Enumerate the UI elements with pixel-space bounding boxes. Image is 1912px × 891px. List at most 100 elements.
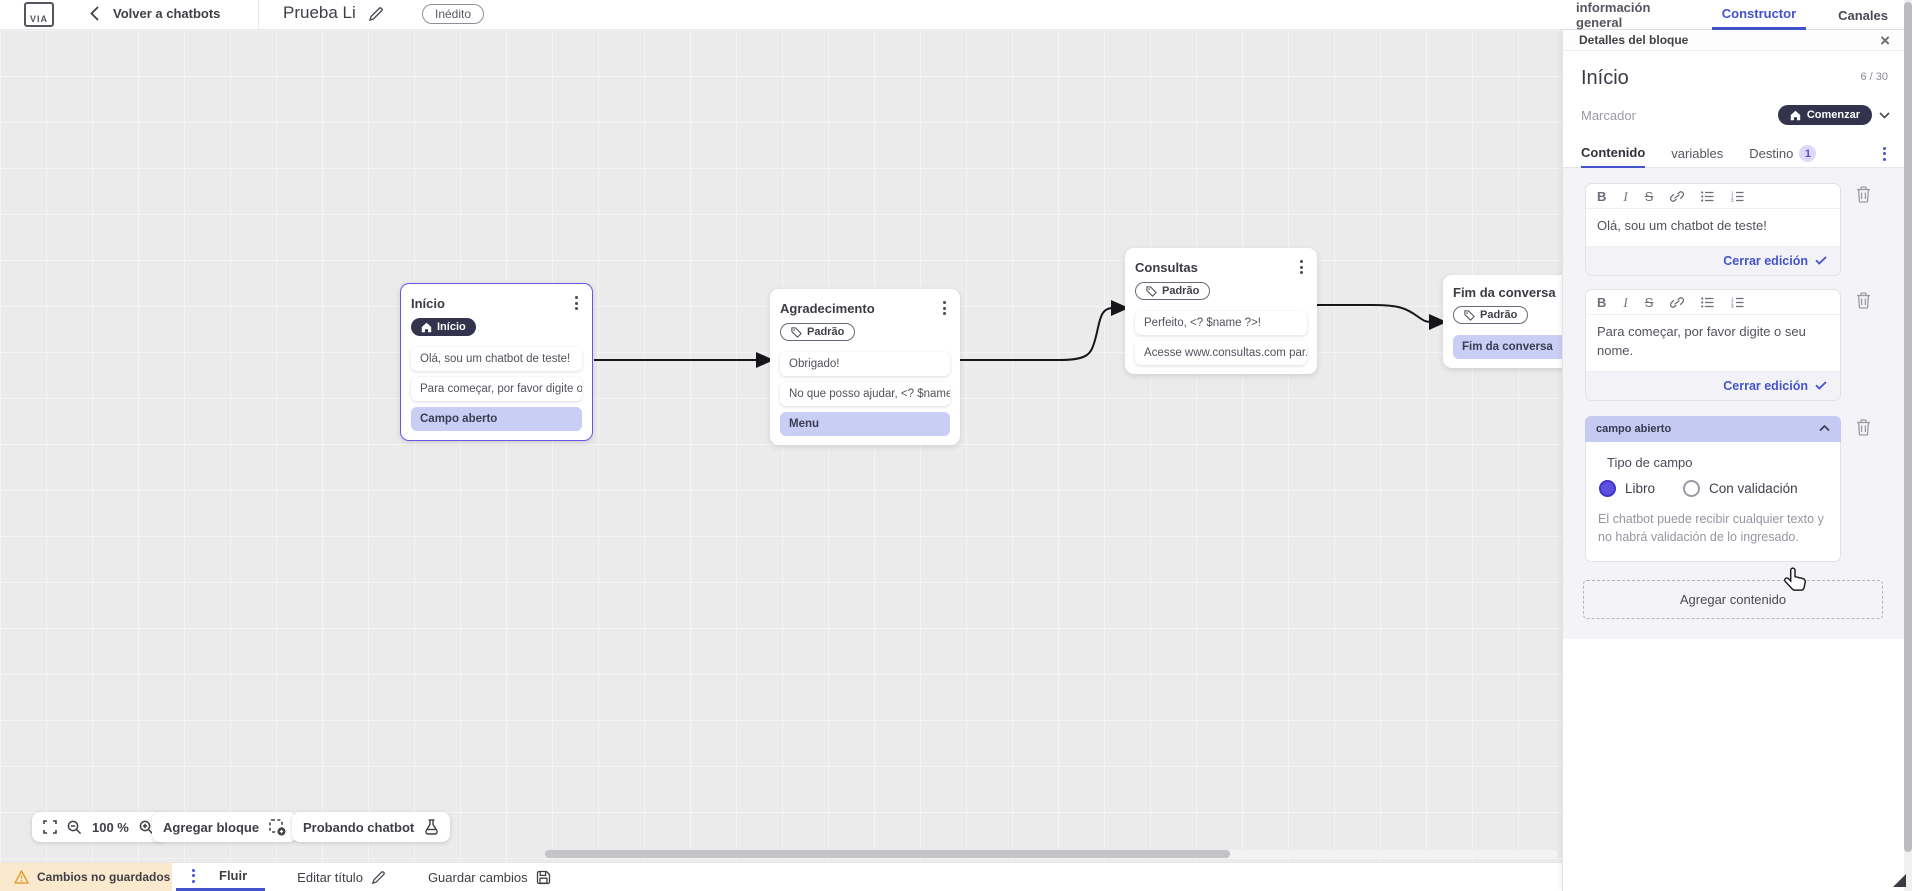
node-title: Agradecimento (780, 300, 875, 316)
kebab-icon[interactable] (571, 294, 582, 312)
svg-text:3: 3 (1731, 198, 1734, 202)
italic-button[interactable]: I (1623, 294, 1628, 310)
node-message-card[interactable]: Para começar, por favor digite o ... (411, 376, 582, 401)
radio-con-validacion[interactable]: Con validación (1683, 479, 1798, 497)
node-title: Início (411, 295, 445, 311)
vertical-scrollbar[interactable] (1904, 0, 1912, 891)
back-button[interactable]: Volver a chatbots (90, 6, 220, 21)
node-agradecimento[interactable]: Agradecimento Padrão Obrigado! No que po… (770, 289, 960, 445)
add-content-button[interactable]: Agregar contenido (1583, 579, 1883, 619)
save-changes-button[interactable]: Guardar cambios (418, 863, 561, 891)
test-chatbot-button[interactable]: Probando chatbot (292, 812, 451, 842)
divider (258, 0, 259, 30)
add-block-button[interactable]: Agregar bloque (152, 812, 298, 842)
app-logo: VIA (24, 2, 54, 27)
editor-text[interactable]: Olá, sou um chatbot de teste! (1586, 209, 1840, 247)
tag-icon (1464, 309, 1475, 321)
tab-contenido[interactable]: Contenido (1581, 140, 1646, 168)
unsaved-changes-label: Cambios no guardados (37, 870, 171, 884)
tab-canales[interactable]: Canales (1838, 7, 1888, 23)
italic-button[interactable]: I (1623, 189, 1628, 204)
block-title: Início (1581, 67, 1629, 89)
zoom-out-icon[interactable] (67, 820, 82, 835)
bold-button[interactable]: B (1597, 189, 1607, 204)
kebab-icon[interactable] (939, 299, 950, 317)
trash-icon (1857, 186, 1870, 203)
radio-selected-icon[interactable] (1599, 479, 1616, 497)
block-title-counter: 6 / 30 (1860, 71, 1888, 83)
chevron-down-icon[interactable] (1879, 111, 1890, 119)
check-icon (1815, 256, 1827, 266)
check-icon (1815, 381, 1827, 390)
status-badge: Inédito (422, 4, 485, 24)
bullet-list-button[interactable] (1701, 191, 1714, 202)
horizontal-scrollbar-thumb[interactable] (545, 850, 1230, 858)
horizontal-scrollbar[interactable] (545, 850, 1558, 858)
strikethrough-button[interactable]: S (1644, 189, 1654, 204)
fullscreen-icon[interactable] (43, 820, 57, 834)
bold-button[interactable]: B (1597, 294, 1607, 310)
node-message-card[interactable]: Perfeito, <? $name ?>! (1135, 310, 1307, 335)
field-type-label: Tipo de campo (1607, 454, 1693, 470)
edit-title-label: Editar título (297, 869, 363, 885)
flow-canvas[interactable]: Início Início Olá, sou um chatbot de tes… (0, 30, 1562, 862)
vertical-scrollbar-thumb[interactable] (1904, 2, 1912, 852)
flow-connectors (594, 300, 1447, 368)
node-fim-da-conversa[interactable]: Fim da conversa Padrão Fim da conversa (1443, 275, 1562, 368)
delete-content-button[interactable] (1856, 292, 1871, 309)
close-edit-button[interactable]: Cerrar edición (1723, 379, 1827, 393)
back-label: Volver a chatbots (113, 6, 221, 21)
footer-bar: Cambios no guardados Fluir Editar título… (0, 862, 1562, 891)
tab-constructor[interactable]: Constructor (1711, 0, 1807, 30)
link-button[interactable] (1670, 296, 1685, 309)
panel-menu-kebab-icon[interactable] (1879, 145, 1890, 163)
flow-menu-kebab-icon[interactable] (188, 867, 199, 885)
tab-fluir[interactable]: Fluir (176, 863, 266, 891)
add-block-label: Agregar bloque (163, 819, 260, 835)
delete-content-button[interactable] (1856, 418, 1871, 436)
node-inicio[interactable]: Início Início Olá, sou um chatbot de tes… (400, 283, 593, 441)
strikethrough-button[interactable]: S (1644, 294, 1654, 310)
edit-title-pencil-button[interactable] (368, 6, 384, 22)
node-message-card[interactable]: Obrigado! (780, 351, 950, 376)
tab-informacion-general[interactable]: información general (1576, 0, 1651, 30)
save-icon (536, 870, 550, 884)
close-edit-button[interactable]: Cerrar edición (1723, 254, 1827, 268)
node-type-badge: Padrão (1453, 306, 1529, 324)
open-field-accordion-header[interactable]: campo abierto (1585, 415, 1841, 442)
tag-icon (791, 326, 802, 338)
tab-variables[interactable]: variables (1671, 146, 1724, 161)
radio-unselected-icon[interactable] (1683, 479, 1701, 497)
node-menu-card[interactable]: Menu (780, 411, 950, 436)
close-icon[interactable]: × (1880, 30, 1890, 50)
kebab-icon[interactable] (1296, 258, 1307, 276)
chevron-up-icon (1819, 425, 1830, 432)
node-consultas[interactable]: Consultas Padrão Perfeito, <? $name ?>! … (1125, 248, 1317, 374)
radio-libro[interactable]: Libro (1599, 479, 1655, 497)
tab-destino[interactable]: Destino 1 (1749, 140, 1817, 168)
svg-text:2: 2 (1731, 195, 1734, 200)
svg-text:3: 3 (1731, 304, 1734, 308)
bullet-list-button[interactable] (1701, 297, 1714, 308)
editor-text[interactable]: Para começar, por favor digite o seu nom… (1586, 315, 1840, 372)
save-changes-label: Guardar cambios (427, 869, 528, 885)
svg-text:2: 2 (1731, 300, 1734, 305)
pencil-icon (371, 870, 385, 884)
node-message-card[interactable]: No que posso ajudar, <? $name ... (780, 381, 950, 406)
marker-value-button[interactable]: Comenzar (1777, 105, 1872, 125)
open-field-label: campo abierto (1596, 422, 1672, 435)
link-button[interactable] (1670, 190, 1685, 203)
test-chatbot-label: Probando chatbot (303, 819, 415, 835)
delete-content-button[interactable] (1856, 186, 1871, 203)
node-end-card[interactable]: Fim da conversa (1453, 334, 1562, 359)
node-open-field-card[interactable]: Campo aberto (411, 406, 582, 431)
edit-title-button[interactable]: Editar título (287, 863, 396, 891)
zoom-in-icon[interactable] (139, 820, 154, 835)
node-message-card[interactable]: Olá, sou um chatbot de teste! (411, 346, 582, 371)
trash-icon (1857, 292, 1870, 309)
node-message-card[interactable]: Acesse www.consultas.com par... (1135, 340, 1307, 365)
